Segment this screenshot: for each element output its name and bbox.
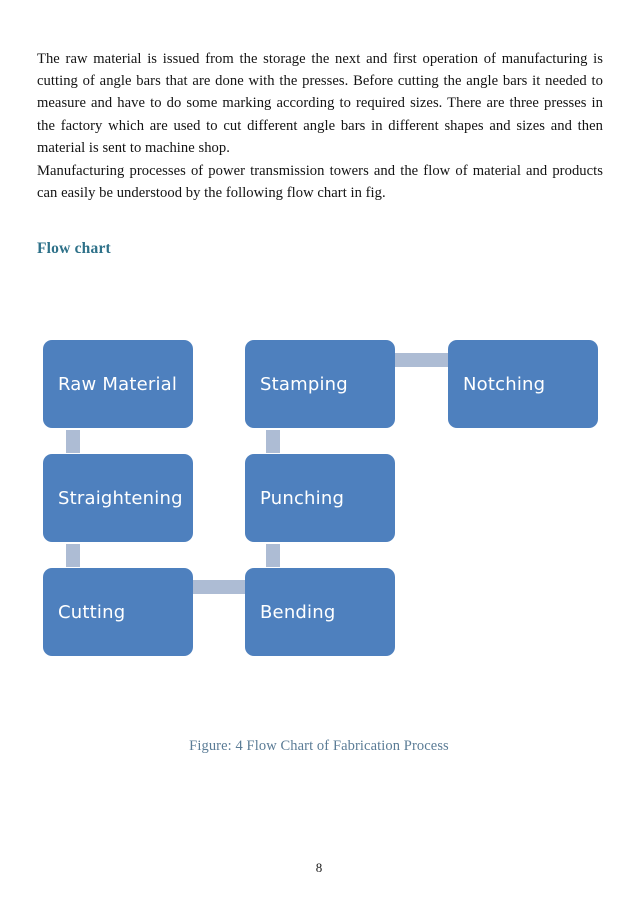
flow-node-bending[interactable]: Bending bbox=[245, 568, 395, 656]
connector-cutting-to-bending bbox=[193, 580, 245, 594]
figure-caption: Figure: 4 Flow Chart of Fabrication Proc… bbox=[189, 738, 449, 754]
flow-node-notching[interactable]: Notching bbox=[448, 340, 598, 428]
connector-stamping-to-notching bbox=[395, 353, 448, 367]
flow-node-straightening[interactable]: Straightening bbox=[43, 454, 193, 542]
flow-node-raw-material[interactable]: Raw Material bbox=[43, 340, 193, 428]
flow-node-label: Bending bbox=[260, 601, 336, 623]
connector-punching-to-stamping bbox=[266, 430, 280, 453]
connector-straightening-to-cutting bbox=[66, 544, 80, 567]
section-heading-flow-chart: Flow chart bbox=[37, 240, 111, 257]
connector-raw-material-to-straightening bbox=[66, 430, 80, 453]
body-paragraph-2: Manufacturing processes of power transmi… bbox=[37, 162, 603, 201]
connector-bending-to-punching bbox=[266, 544, 280, 567]
flow-node-label: Cutting bbox=[58, 601, 126, 623]
flow-node-label: Stamping bbox=[260, 373, 348, 395]
body-paragraph-1: The raw material is issued from the stor… bbox=[37, 50, 603, 157]
flow-node-label: Punching bbox=[260, 487, 345, 509]
flow-node-stamping[interactable]: Stamping bbox=[245, 340, 395, 428]
flow-node-label: Straightening bbox=[58, 487, 183, 509]
flow-node-cutting[interactable]: Cutting bbox=[43, 568, 193, 656]
page-number: 8 bbox=[315, 860, 323, 875]
flow-node-label: Notching bbox=[463, 373, 546, 395]
flow-node-label: Raw Material bbox=[58, 373, 178, 395]
flow-node-punching[interactable]: Punching bbox=[245, 454, 395, 542]
